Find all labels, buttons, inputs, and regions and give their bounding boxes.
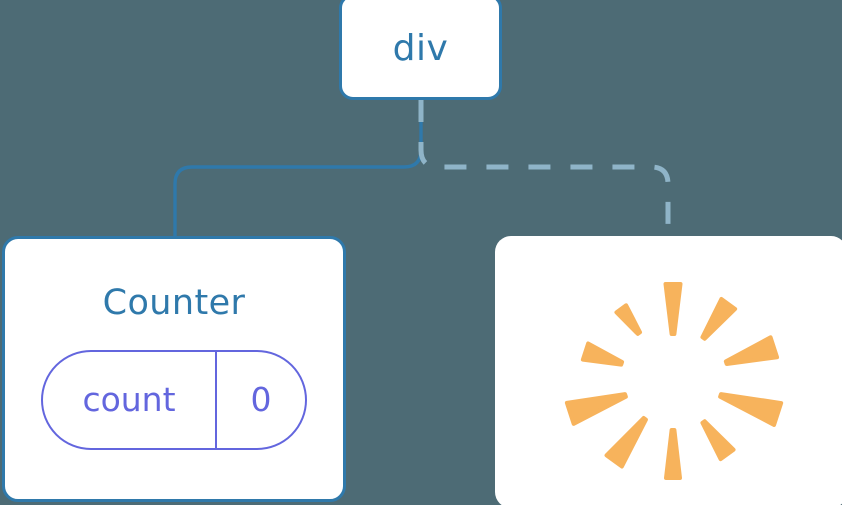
node-div-label: div xyxy=(392,28,449,69)
node-counter-label: Counter xyxy=(102,283,246,323)
state-value-label: 0 xyxy=(250,379,272,419)
node-counter[interactable]: Counter count 0 xyxy=(2,236,346,502)
state-key-label: count xyxy=(43,352,217,448)
node-div[interactable]: div xyxy=(339,0,502,100)
sparkle-ray-6 xyxy=(604,416,648,469)
state-pill-count[interactable]: count 0 xyxy=(41,350,307,450)
sparkle-ray-4 xyxy=(700,419,736,462)
sparkle-ray-8 xyxy=(580,341,625,367)
edge-div-to-counter xyxy=(173,98,423,242)
sparkle-ray-7 xyxy=(564,392,628,426)
sparkle-ray-2 xyxy=(723,335,780,367)
sparkle-ray-0 xyxy=(663,282,683,336)
edge-div-to-loading xyxy=(418,100,671,244)
sparkle-burst-icon-wrap xyxy=(495,236,842,508)
sparkle-ray-5 xyxy=(664,428,682,480)
node-loading[interactable] xyxy=(495,236,842,508)
sparkle-burst-icon xyxy=(564,282,784,480)
sparkle-ray-3 xyxy=(718,392,784,427)
sparkle-ray-1 xyxy=(700,296,738,341)
sparkle-ray-9 xyxy=(614,303,643,336)
